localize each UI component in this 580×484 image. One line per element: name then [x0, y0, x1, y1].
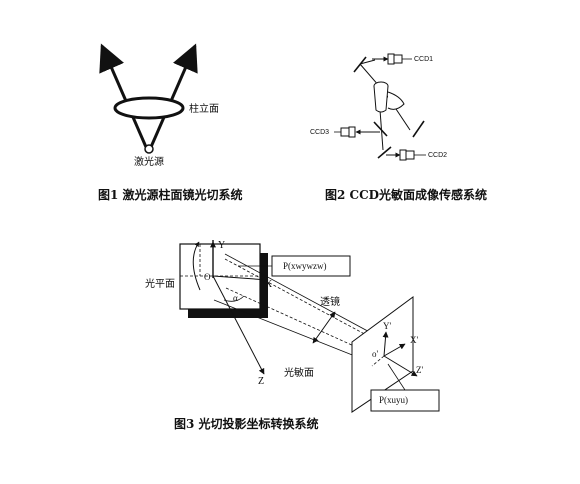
- fig3-image-point-box: [370, 389, 440, 412]
- fig3-xprime-axis-label: X': [410, 335, 419, 345]
- fig3-x-axis-label: X: [265, 279, 273, 290]
- fig3-zprime-extension: [371, 355, 385, 367]
- fig1-beam-right: [149, 43, 198, 148]
- fig2-mirror-2: [412, 120, 425, 138]
- fig3-image-point-leader: [387, 363, 406, 391]
- fig2-ccd3-lens: [348, 126, 356, 138]
- fig1-source-label: 激光源: [134, 157, 164, 168]
- fig3-caption: 图3 光切投影坐标转换系统: [174, 417, 319, 431]
- fig1-diagram: [99, 43, 198, 154]
- fig3-angle-alpha-label: α: [233, 293, 238, 303]
- fig2-ccd3-label: CCD3: [310, 129, 330, 136]
- fig3-angle-arc: [223, 295, 245, 302]
- fig3-ray-top-solid: [224, 253, 389, 343]
- fig2-ccd1-lens: [387, 53, 395, 65]
- fig3-lens-label: 透镜: [320, 297, 340, 308]
- fig2-path-4: [359, 59, 376, 65]
- fig1-beam-left: [99, 43, 148, 148]
- fig1-laser-source: [144, 144, 154, 154]
- fig3-diagram: [179, 240, 440, 413]
- fig2-ccd2-lens: [399, 149, 407, 161]
- fig1-cylinder-lens: [113, 96, 185, 120]
- fig2-prism-wing: [387, 91, 405, 110]
- fig2-mirror-1: [353, 56, 367, 73]
- fig3-sensor-plane-label: 光敏面: [284, 368, 314, 379]
- fig3-light-plane-curve: [192, 241, 201, 291]
- fig3-x-axis-line: [212, 275, 269, 283]
- fig3-light-plane-label: 光平面: [145, 279, 175, 290]
- fig2-ccd3-body: [340, 127, 350, 137]
- fig3-yprime-axis-label: Y': [383, 321, 392, 331]
- fig2-ccd1-label: CCD1: [414, 56, 434, 63]
- fig2-ccd2-label: CCD2: [428, 152, 448, 159]
- fig3-yprime-axis-line: [382, 331, 389, 357]
- fig3-world-point-label: P(xwywzw): [283, 261, 327, 271]
- fig2-ccd1-body: [393, 54, 403, 64]
- fig2-prism-body: [373, 85, 389, 113]
- fig3-z-axis-line: [212, 275, 265, 375]
- fig2-ccd2-body: [405, 150, 415, 160]
- fig3-origin-prime-label: o': [372, 349, 379, 359]
- fig2-mirror-4: [377, 146, 392, 159]
- fig3-lens-arrow: [312, 311, 336, 344]
- fig2-diagram: [334, 53, 426, 161]
- fig1-caption: 图1 激光源柱面镜光切系统: [98, 188, 243, 202]
- fig3-y-axis-label: Y: [218, 240, 226, 251]
- fig2-mirror-3: [373, 121, 388, 137]
- fig3-image-point-label: P(xuyu): [379, 395, 408, 405]
- fig3-zprime-axis-line: [383, 355, 418, 377]
- fig3-origin-label: O: [204, 272, 211, 282]
- fig3-zprime-axis-label: Z': [416, 365, 424, 375]
- fig2-caption: 图2 CCD光敏面成像传感系统: [325, 188, 488, 202]
- fig3-ray-top-dashed: [224, 258, 399, 353]
- fig3-xprime-axis-line: [383, 343, 406, 357]
- fig1-cylinder-label: 柱立面: [189, 104, 219, 115]
- fig3-z-axis-label: Z: [258, 376, 265, 387]
